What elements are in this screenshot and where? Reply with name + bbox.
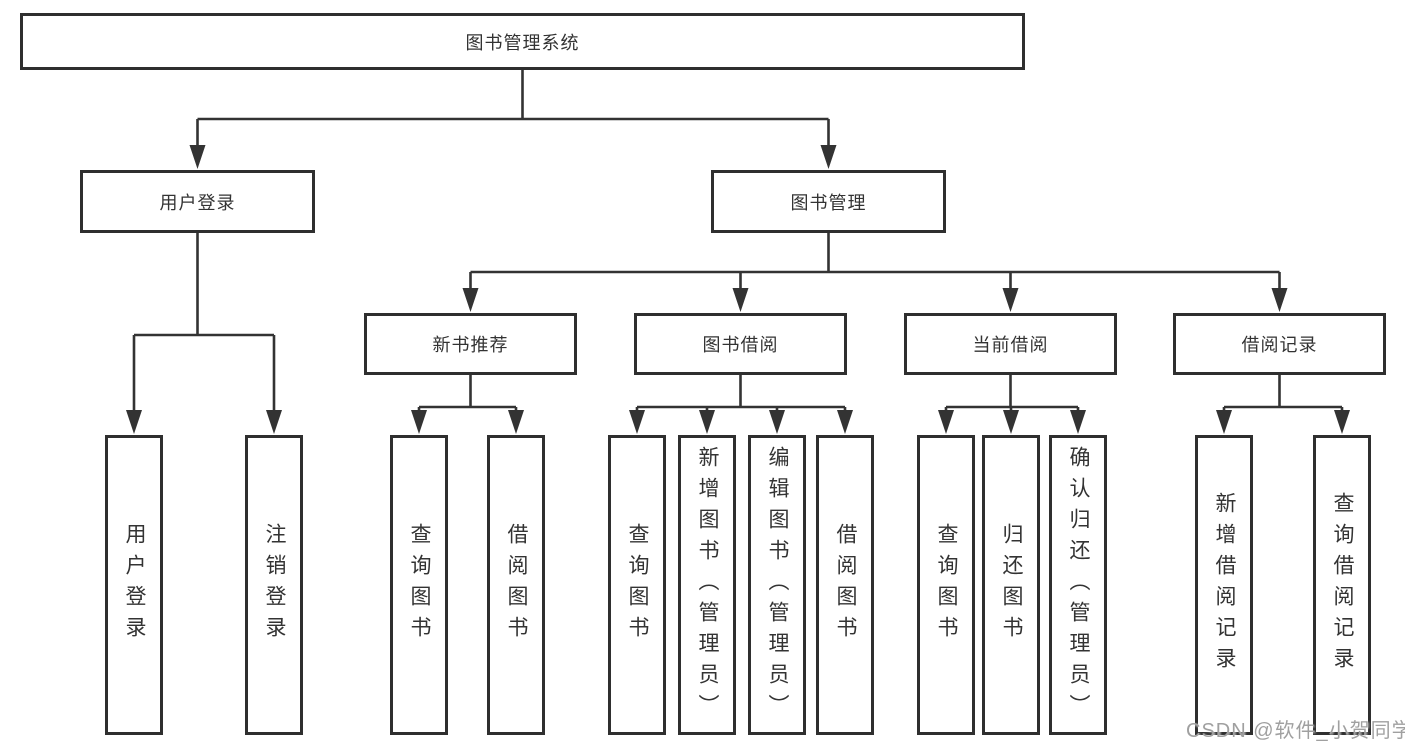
arrow-down-icon [411,410,427,434]
arrow-down-icon [189,145,206,169]
arrow-down-icon [1070,410,1086,434]
node-new-book-recommend: 新书推荐 [364,313,577,375]
node-root-system: 图书管理系统 [20,13,1025,70]
leaf-return-books: 归还图书 [982,435,1040,735]
connector-book-mgmt-branch [469,233,1281,289]
node-current-borrow: 当前借阅 [904,313,1117,375]
connector-book-borrow-branch [635,375,847,411]
leaf-borrow-books-2: 借阅图书 [816,435,874,735]
connector-new-book-branch [417,375,518,411]
leaf-confirm-return-admin: 确认归还（管理员） [1049,435,1107,735]
leaf-user-login: 用户登录 [105,435,163,735]
leaf-add-borrow-record: 新增借阅记录 [1195,435,1253,735]
connector-borrow-records-branch [1222,375,1344,411]
arrow-down-icon [1002,288,1019,312]
arrow-down-icon [629,410,645,434]
node-borrow-records: 借阅记录 [1173,313,1386,375]
connector-root-to-level2 [196,70,830,146]
leaf-logout: 注销登录 [245,435,303,735]
leaf-query-borrow-record: 查询借阅记录 [1313,435,1371,735]
csdn-watermark: CSDN @软件_小贺同学 [1186,720,1405,742]
arrow-down-icon [938,410,954,434]
arrow-down-icon [837,410,853,434]
node-user-login: 用户登录 [80,170,315,233]
arrow-down-icon [699,410,715,434]
leaf-borrow-books-1: 借阅图书 [487,435,545,735]
arrow-down-icon [1271,288,1288,312]
leaf-query-books-3: 查询图书 [917,435,975,735]
arrow-down-icon [126,410,142,434]
arrow-down-icon [732,288,749,312]
leaf-query-books-2: 查询图书 [608,435,666,735]
connector-current-borrow-branch [944,375,1080,411]
arrow-down-icon [462,288,479,312]
leaf-add-books-admin: 新增图书（管理员） [678,435,736,735]
arrow-down-icon [820,145,837,169]
arrow-down-icon [1003,410,1019,434]
node-book-management: 图书管理 [711,170,946,233]
connector-user-login-branch [132,233,276,411]
arrow-down-icon [1216,410,1232,434]
arrow-down-icon [508,410,524,434]
leaf-query-books-1: 查询图书 [390,435,448,735]
arrow-down-icon [769,410,785,434]
arrow-down-icon [266,410,282,434]
arrow-down-icon [1334,410,1350,434]
node-book-borrow: 图书借阅 [634,313,847,375]
leaf-edit-books-admin: 编辑图书（管理员） [748,435,806,735]
